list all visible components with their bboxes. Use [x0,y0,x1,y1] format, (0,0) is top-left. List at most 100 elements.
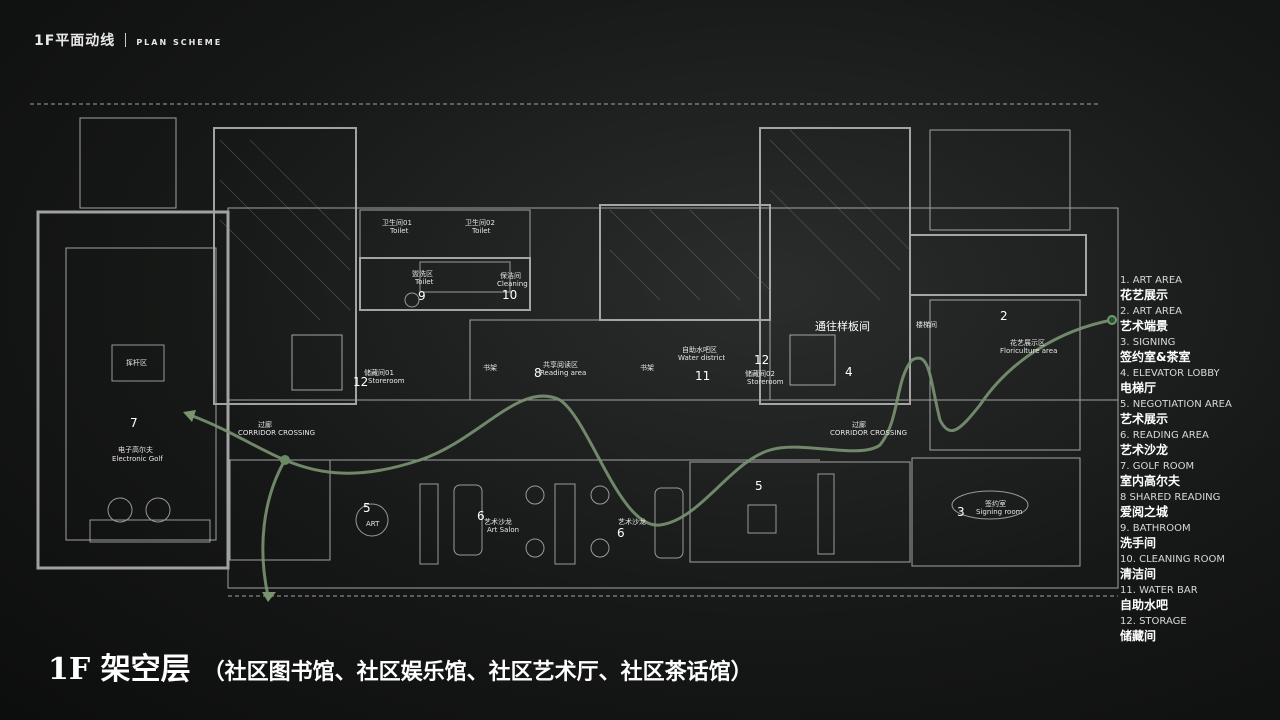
stair-core [599,204,771,321]
legend-zh: 爱阅之城 [1120,505,1169,519]
room-label: Signing room [976,508,1023,516]
room-label: 自助水吧区 [682,345,717,354]
legend-zh: 自助水吧 [1120,598,1169,612]
route-arrow-left [183,410,196,422]
room-label: Storeroom [747,378,784,386]
room-number: 11 [695,369,710,383]
room-label: 盥洗区 [412,269,433,278]
showroom-label: 通往样板间 [815,319,870,333]
route-start [1107,315,1117,325]
stair-top-right [929,129,1071,231]
room-label: 电子高尔夫 [118,445,153,454]
room-number: 5 [363,501,371,515]
legend-item: 3. SIGNING 签约室&茶室 [1120,336,1270,365]
left-wing [213,127,357,405]
room-label: 过廊 [258,420,272,429]
golf-room-inner [65,247,217,541]
legend-item: 1. ART AREA 花艺展示 [1120,274,1270,303]
room-label: Cleaning [497,280,528,288]
furniture [89,261,1029,565]
room-label: CORRIDOR CROSSING [238,429,315,437]
legend-zh: 花艺展示 [1120,288,1169,302]
room-label: 签约室 [985,499,1006,508]
legend-en: 12. STORAGE [1120,616,1187,627]
room-number: 12 [353,375,368,389]
room-label: 储藏间02 [745,369,775,378]
legend-item: 8 SHARED READING 爱阅之城 [1120,491,1270,520]
legend-zh: 清洁间 [1120,567,1157,581]
floor-title: 1F 架空层 [48,652,191,687]
golf-bench [89,519,211,543]
sofa-2 [654,487,684,559]
plan-subtitle: PLAN SCHEME [136,37,223,47]
legend-zh: 艺术展示 [1120,412,1169,426]
floor-subtitle: （社区图书馆、社区娱乐馆、社区艺术厅、社区茶话馆） [202,659,753,685]
legend-zh: 艺术沙龙 [1120,443,1169,457]
signing-room [911,457,1081,567]
legend-zh: 艺术端景 [1120,319,1169,333]
legend-zh: 洗手间 [1120,536,1157,550]
header: 1F平面动线 PLAN SCHEME [34,30,222,50]
right-annex [909,234,1087,296]
toilet-block [359,209,531,259]
art-left-box [229,459,331,561]
art-plinth-right [747,504,777,534]
plan-title: 1F平面动线 [34,33,116,49]
legend-en: 4. ELEVATOR LOBBY [1120,368,1220,379]
room-number: 6 [477,509,485,523]
room-label: Toilet [414,278,434,286]
legend-item: 6. READING AREA 艺术沙龙 [1120,429,1270,458]
room-label: 艺术沙龙 [618,517,646,526]
room-label: Electronic Golf [112,455,163,463]
footer-title: 1F 架空层 （社区图书馆、社区娱乐馆、社区艺术厅、社区茶话馆） [48,644,753,688]
art-right-box [689,461,911,563]
room-number: 3 [957,505,965,519]
room-label: ART [366,520,380,528]
room-label: 楼梯间 [916,320,937,329]
legend-en: 7. GOLF ROOM [1120,461,1195,472]
room-number: 12 [754,353,769,367]
room-label: Floriculture area [1000,347,1057,355]
legend-en: 11. WATER BAR [1120,585,1198,596]
legend-en: 6. READING AREA [1120,430,1209,441]
room-label: 储藏间01 [364,368,394,377]
room-label: 卫生间01 [382,218,412,227]
legend-zh: 室内高尔夫 [1120,474,1181,488]
room-number: 4 [845,365,853,379]
room-label: Reading area [540,369,586,377]
plan-walls [30,103,1119,597]
hit-area [111,344,165,382]
legend-item: 7. GOLF ROOM 室内高尔夫 [1120,460,1270,489]
legend-zh: 电梯厅 [1120,381,1157,395]
room-number: 7 [130,416,138,430]
room-label: 过廊 [852,420,866,429]
room-number-layer: 7 9 10 12 8 11 12 4 2 5 6 6 5 3 [130,288,1008,540]
room-label: CORRIDOR CROSSING [830,429,907,437]
room-label: Toilet [389,227,409,235]
legend-en: 3. SIGNING [1120,337,1176,348]
elevator-left [291,334,343,391]
stair-top-left [79,117,177,209]
room-number: 2 [1000,309,1008,323]
room-label: 卫生间02 [465,218,495,227]
legend-zh: 签约室&茶室 [1120,350,1191,364]
room-label: 书架 [640,363,654,372]
room-number: 8 [534,366,542,380]
room-label: 花艺展示区 [1010,338,1045,347]
legend-zh: 储藏间 [1120,629,1157,643]
room-label: Toilet [471,227,491,235]
circulation-route [183,315,1117,602]
art-sculpture-left [355,503,389,537]
room-label: 共享阅读区 [543,360,578,369]
signing-table [951,490,1029,520]
route-arrow-down [262,592,276,602]
legend-en: 8 SHARED READING [1120,492,1221,503]
elevator-right [789,334,836,386]
legend-en: 1. ART AREA [1120,275,1183,286]
